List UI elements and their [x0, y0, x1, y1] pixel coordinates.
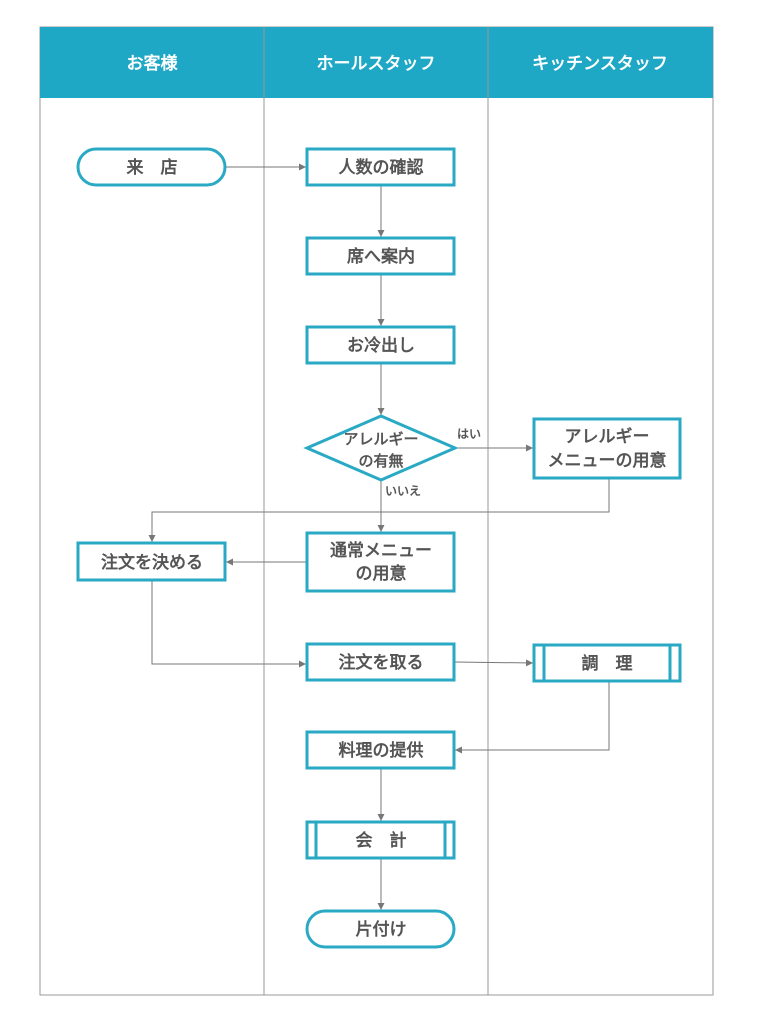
node-take-order-label: 注文を取る: [339, 652, 424, 673]
node-guide-to-seat-label: 席へ案内: [347, 246, 415, 267]
node-arrival-label: 来 店: [126, 157, 178, 178]
node-regular-menu-label-2: の用意: [356, 563, 407, 584]
node-allergy-check-label-2: の有無: [358, 452, 403, 470]
node-confirm-count: 人数の確認: [305, 147, 456, 187]
node-arrival: 来 店: [76, 147, 227, 187]
label-no: いいえ: [385, 484, 421, 498]
node-cooking-label: 調 理: [582, 653, 633, 674]
node-regular-menu-label-1: 通常メニュー: [330, 540, 432, 561]
lane-title-kitchen: キッチンスタッフ: [532, 54, 668, 74]
node-checkout: 会 計: [305, 820, 456, 860]
lane-title-hall: ホールスタッフ: [317, 54, 436, 74]
connector-allergy-menu-to-decide: [148, 479, 610, 542]
node-serve-food: 料理の提供: [305, 730, 456, 770]
node-serve-water: お冷出し: [305, 325, 456, 365]
node-allergy-menu-label-1: アレルギー: [565, 427, 650, 447]
connector-decide-to-take-order: [151, 581, 306, 668]
node-decide-order: 注文を決める: [76, 541, 227, 582]
node-confirm-count-label: 人数の確認: [339, 157, 424, 178]
node-checkout-label: 会 計: [356, 830, 407, 851]
node-cooking: 調 理: [532, 643, 682, 683]
connector-cooking-to-serve: [455, 681, 610, 754]
node-decide-order-label: 注文を決める: [101, 552, 203, 573]
node-allergy-menu: アレルギー メニューの用意: [532, 417, 682, 480]
node-guide-to-seat: 席へ案内: [305, 236, 456, 276]
connectors: [148, 163, 610, 910]
label-yes: はい: [457, 427, 481, 441]
lane-header-bar: [40, 27, 713, 98]
node-serve-food-label: 料理の提供: [339, 740, 424, 761]
node-take-order: 注文を取る: [305, 642, 456, 682]
node-allergy-menu-label-2: メニューの用意: [548, 450, 667, 471]
node-clear-table-label: 片付け: [356, 919, 407, 940]
node-regular-menu: 通常メニュー の用意: [305, 531, 456, 593]
node-allergy-check: アレルギー の有無: [303, 414, 459, 482]
node-serve-water-label: お冷出し: [347, 335, 415, 356]
node-clear-table: 片付け: [305, 909, 456, 949]
node-allergy-check-label-1: アレルギー: [343, 430, 418, 448]
lane-title-customer: お客様: [127, 53, 179, 74]
connector-take-order-to-cooking: [454, 659, 534, 667]
